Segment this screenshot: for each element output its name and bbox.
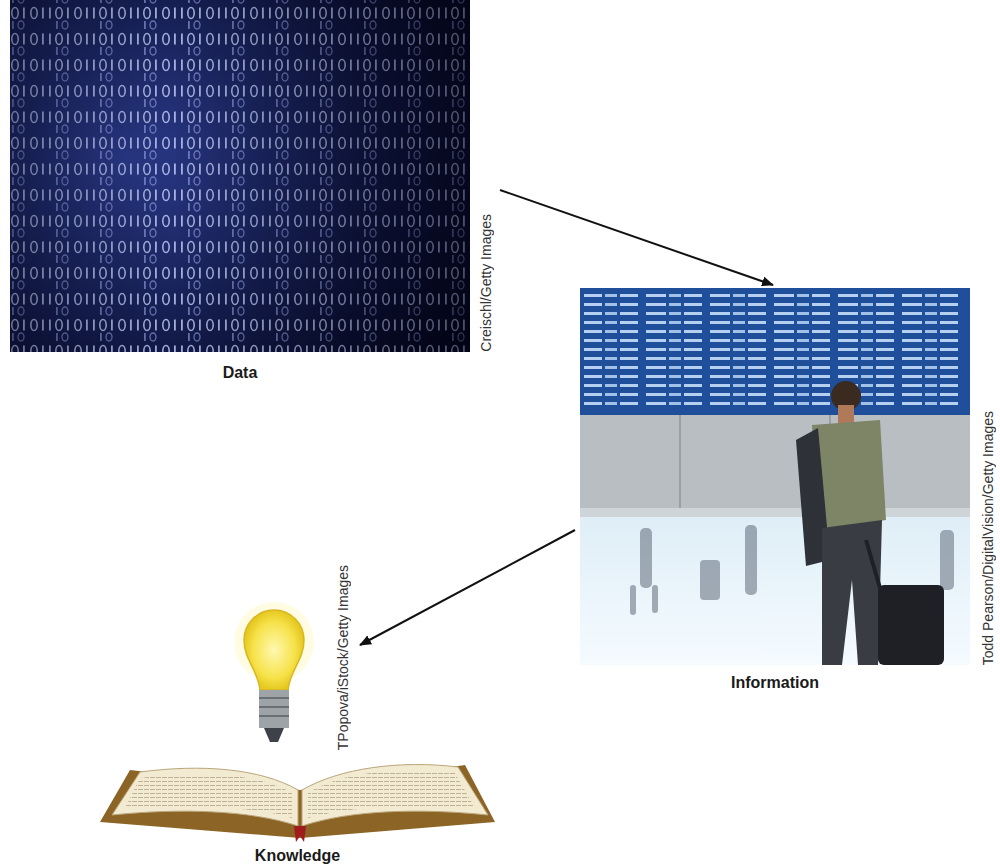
image-caption: Knowledge [235,847,360,865]
image-caption: Information [580,674,970,692]
image-panel: Knowledge TPopova/iStock/Getty Images [235,545,360,865]
photo-credit: TPopova/iStock/Getty Images [336,565,350,750]
photo-credit: Todd Pearson/DigitalVision/Getty Images [981,411,995,665]
flow-arrow [500,190,773,285]
image-panel: Information Todd Pearson/DigitalVision/Ge… [575,285,995,695]
photo-credit: Creischl/Getty Images [479,214,493,352]
flow-arrow [360,530,575,645]
image-panel: Data Creischl/Getty Images [10,0,500,388]
image-caption: Data [10,364,470,382]
